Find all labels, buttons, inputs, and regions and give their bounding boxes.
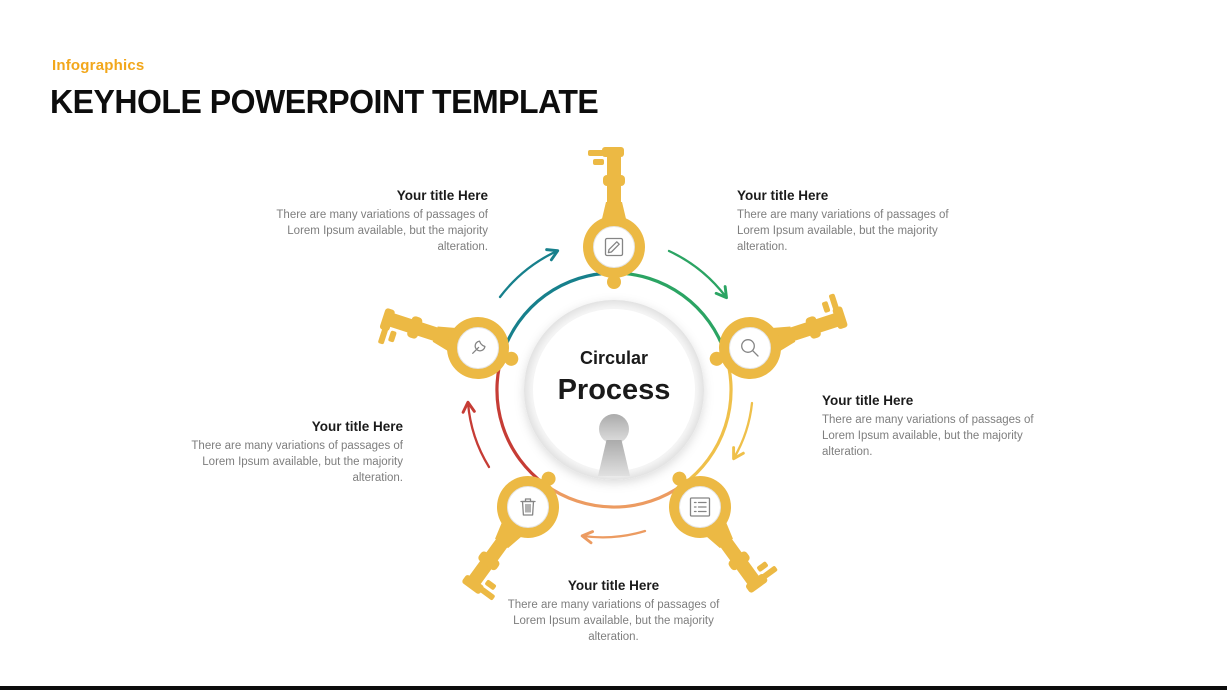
text-block-top-left: Your title Here There are many variation… [263,188,488,255]
arrow-left-icon [461,400,491,469]
process-ring [495,271,733,509]
block-description: There are many variations of passages of… [822,414,1034,458]
block-description: There are many variations of passages of… [737,209,949,253]
bottom-accent-bar [0,686,1227,690]
edit-icon [604,237,624,257]
search-icon [741,339,759,357]
key-icons [457,226,771,528]
center-circle: Circular Process [524,300,704,480]
page-title: KEYHOLE POWERPOINT TEMPLATE [50,83,599,120]
block-title: Your title Here [737,188,829,203]
arrow-bottom-icon [580,529,647,545]
eyebrow-label: Infographics [52,57,145,74]
ring-segment-bottom [543,483,685,509]
block-description: There are many variations of passages of… [276,209,488,253]
block-title: Your title Here [396,188,488,203]
center-title-line2: Process [558,374,671,406]
text-block-top-right: Your title Here There are many variation… [737,188,962,255]
block-title: Your title Here [311,419,403,434]
ring-segment-top-right [612,271,727,356]
keyhole-icon [598,414,630,476]
text-block-bottom: Your title Here There are many variation… [501,578,726,645]
ring-segment-right [681,352,733,487]
flow-arrows [461,248,754,545]
wrench-icon [472,340,486,354]
block-description: There are many variations of passages of… [507,599,720,643]
block-title: Your title Here [567,578,660,593]
list-icon [689,497,711,517]
text-block-left: Your title Here There are many variation… [178,419,403,486]
ring-segment-top-left [501,271,616,356]
center-title-line1: Circular [580,348,648,368]
arrow-top-right-icon [667,249,728,300]
trash-icon [520,498,536,516]
block-description: There are many variations of passages of… [191,440,403,484]
block-title: Your title Here [822,393,914,408]
key-upper-right [700,287,855,391]
ring-segment-left [495,352,547,487]
arrow-top-left-icon [498,248,560,299]
arrow-right-icon [732,401,754,461]
text-block-right: Your title Here There are many variation… [822,393,1047,460]
key-upper-left [373,287,528,391]
